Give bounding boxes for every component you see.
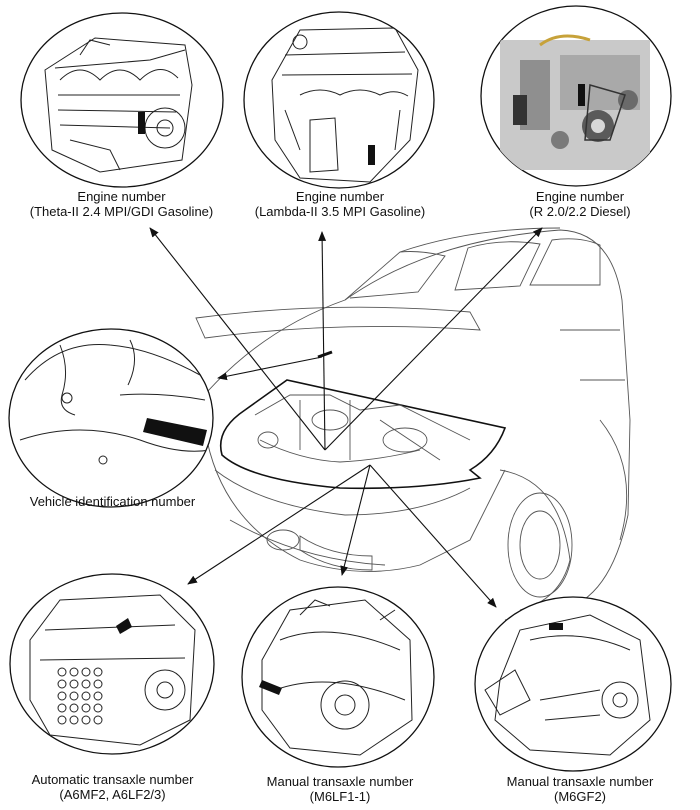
engine-lambda-label-line1: Engine number [295,189,385,204]
vehicle-outline [195,227,631,621]
vin-label-line1: Vehicle identification number [29,494,196,509]
manual-m6gf2-illustration [474,596,672,772]
manual-m6lf1-label-line2: (M6LF1-1) [309,789,371,804]
manual-m6gf2-label: Manual transaxle number (M6GF2) [490,774,670,804]
auto-transaxle-illustration [9,573,215,755]
vin-location-illustration [8,328,214,508]
engine-r-label-line2: (R 2.0/2.2 Diesel) [529,204,631,219]
vin-label: Vehicle identification number [5,494,220,509]
engine-bay-outline [220,379,507,490]
manual-m6lf1-illustration [241,586,435,768]
auto-transaxle-label: Automatic transaxle number (A6MF2, A6LF2… [10,772,215,802]
manual-m6lf1-label-line1: Manual transaxle number [266,774,414,789]
manual-m6lf1-label: Manual transaxle number (M6LF1-1) [250,774,430,804]
engine-r-label: Engine number (R 2.0/2.2 Diesel) [500,189,660,219]
auto-transaxle-label-line1: Automatic transaxle number [31,772,194,787]
engine-theta-label: Engine number (Theta-II 2.4 MPI/GDI Gaso… [14,189,229,219]
engine-theta-label-line2: (Theta-II 2.4 MPI/GDI Gasoline) [29,204,214,219]
callout-arrows [149,227,543,608]
engine-lambda-illustration [243,11,435,189]
manual-m6gf2-label-line1: Manual transaxle number [506,774,654,789]
vin-plate-marker [317,350,333,359]
engine-lambda-label: Engine number (Lambda-II 3.5 MPI Gasolin… [240,189,440,219]
engine-r-illustration [480,5,672,187]
engine-lambda-label-line2: (Lambda-II 3.5 MPI Gasoline) [254,204,426,219]
auto-transaxle-label-line2: (A6MF2, A6LF2/3) [59,787,166,802]
engine-theta-label-line1: Engine number [77,189,166,204]
engine-theta-illustration [20,12,224,188]
engine-r-label-line1: Engine number [535,189,625,204]
manual-m6gf2-label-line2: (M6GF2) [554,789,606,804]
